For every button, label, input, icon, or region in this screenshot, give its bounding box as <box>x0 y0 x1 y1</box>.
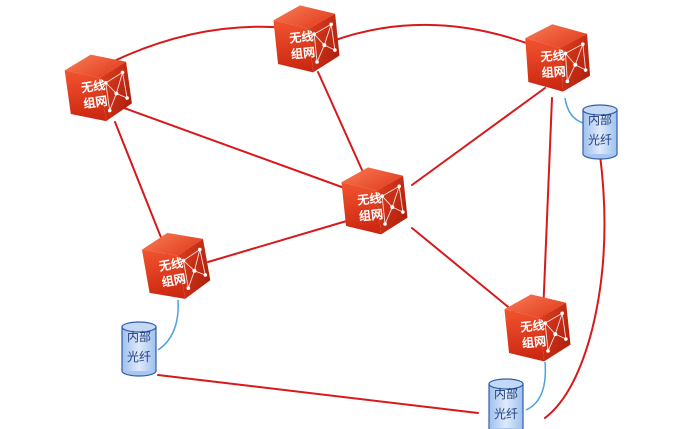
wireless-node-b: 无线 组网 <box>271 1 342 77</box>
node-label-line2: 组网 <box>541 63 566 80</box>
fiber-links <box>157 97 584 411</box>
node-label-line1: 无线 <box>519 317 545 335</box>
link-db3-loop <box>544 154 606 419</box>
storage-label-line1: 内部 <box>494 386 518 401</box>
fiber-e-db1 <box>157 299 179 351</box>
link-a-b <box>111 25 291 63</box>
link-c-center <box>411 87 546 186</box>
fiber-storage-3: 内部 光纤 <box>582 104 618 160</box>
wireless-links <box>111 23 606 419</box>
wireless-node-c: 无线 组网 <box>523 21 592 95</box>
storage-label-line1: 内部 <box>588 112 612 127</box>
node-label-line2: 组网 <box>290 44 315 61</box>
storage-label-line2: 光纤 <box>588 133 612 147</box>
link-center-e <box>207 219 351 263</box>
wireless-node-e: 无线 组网 <box>139 226 214 306</box>
node-label-line2: 组网 <box>358 206 383 223</box>
link-c-f <box>542 97 553 316</box>
storage-label-line2: 光纤 <box>494 407 518 421</box>
node-label-line1: 无线 <box>288 28 314 46</box>
node-label-line1: 无线 <box>356 190 382 208</box>
link-b-c <box>329 23 541 49</box>
fiber-storage-2: 内部 光纤 <box>488 378 524 429</box>
link-a-center <box>123 107 351 191</box>
node-label-line1: 无线 <box>79 77 106 95</box>
wireless-node-a: 无线 组网 <box>62 49 135 127</box>
link-db1-f <box>157 374 479 414</box>
storage-label-line2: 光纤 <box>127 350 151 364</box>
node-label-line1: 无线 <box>539 47 565 64</box>
node-label-line2: 组网 <box>161 271 187 290</box>
node-label-line1: 无线 <box>157 255 184 274</box>
fiber-c-db3 <box>564 97 584 124</box>
fiber-f-db2 <box>525 361 547 411</box>
link-center-f <box>411 227 519 316</box>
link-a-e <box>114 121 169 256</box>
link-b-center <box>317 71 363 171</box>
node-label-line2: 组网 <box>82 93 108 111</box>
storage-label-line1: 内部 <box>127 329 151 344</box>
wireless-node-f: 无线 组网 <box>502 290 573 366</box>
fiber-storage-1: 内部 光纤 <box>121 321 157 377</box>
node-label-line2: 组网 <box>521 333 546 350</box>
wireless-node-center: 无线 组网 <box>339 163 410 239</box>
